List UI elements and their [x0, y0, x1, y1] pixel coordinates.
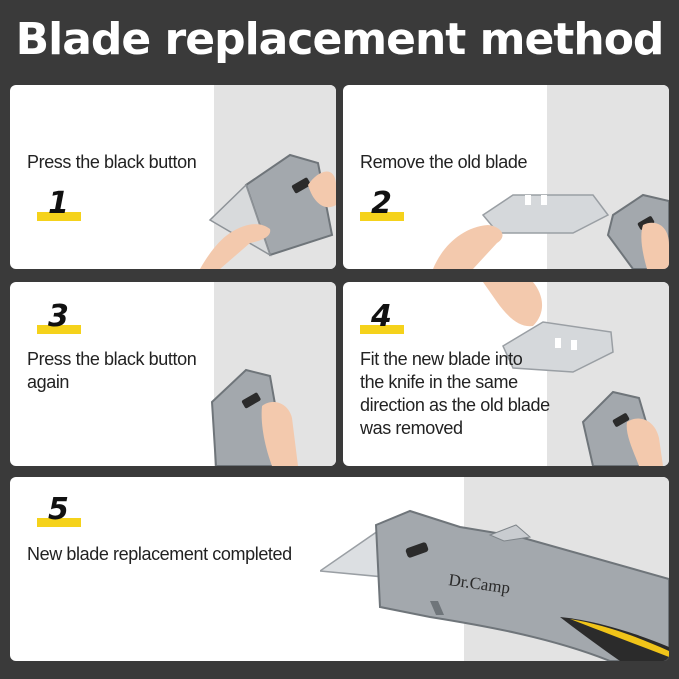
- step-card-4: 4 Fit the new blade into the knife in th…: [343, 282, 669, 466]
- step-number: 5: [48, 492, 69, 527]
- step-description: Press the black button again: [27, 349, 197, 392]
- step-number-bar: [37, 518, 81, 527]
- blade-illustration: [483, 282, 663, 466]
- step-number: 4: [371, 299, 392, 334]
- blade-illustration: [433, 193, 669, 269]
- step-number: 1: [48, 186, 69, 221]
- step-number-bar: [360, 325, 404, 334]
- knife-illustration: [200, 153, 336, 269]
- step-number-bar: [37, 325, 81, 334]
- step-card-5: 5 New blade replacement completed Dr.Cam…: [10, 477, 669, 661]
- knife-illustration: Dr.Camp: [320, 509, 669, 661]
- step-card-1: 1 Press the black button: [10, 85, 336, 269]
- step-number: 2: [371, 186, 392, 221]
- step-card-3: 3 Press the black button again: [10, 282, 336, 466]
- step-description: Fit the new blade into the knife in the …: [360, 349, 550, 438]
- step-description: Press the black button: [27, 152, 197, 172]
- knife-illustration: [210, 368, 298, 466]
- step-number-bar: [37, 212, 81, 221]
- step-card-2: 2 Remove the old blade: [343, 85, 669, 269]
- step-description: Remove the old blade: [360, 152, 528, 172]
- step-number-bar: [360, 212, 404, 221]
- step-number: 3: [48, 299, 69, 334]
- step-description: New blade replacement completed: [27, 544, 292, 564]
- page-title: Blade replacement method: [15, 14, 665, 65]
